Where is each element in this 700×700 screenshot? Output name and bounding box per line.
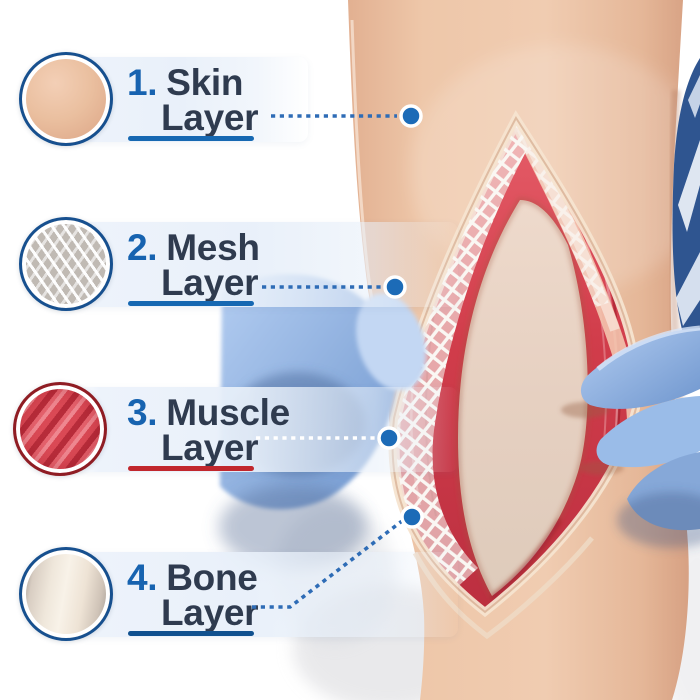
glove-right-hand xyxy=(561,325,700,548)
skin-sample-swatch xyxy=(19,52,113,146)
label-text: 1.Skin Layer xyxy=(127,62,259,138)
layer-title: Mesh xyxy=(166,227,260,268)
label-text: 4.Bone Layer xyxy=(127,557,259,633)
layer-subtitle: Layer xyxy=(161,262,259,303)
label-underline xyxy=(128,136,254,141)
label-bar xyxy=(76,57,308,142)
layer-number: 1. xyxy=(127,62,158,103)
legend-row-muscle: 3.Muscle Layer xyxy=(0,381,470,477)
layer-subtitle: Layer xyxy=(161,427,259,468)
bone-surface xyxy=(458,200,588,596)
glove-highlight xyxy=(678,140,700,232)
muscle-sample-swatch xyxy=(13,382,107,476)
label-text: 3.Muscle Layer xyxy=(127,392,290,468)
layer-title: Skin xyxy=(166,62,244,103)
glove-right-upper xyxy=(672,58,700,352)
layer-title: Muscle xyxy=(166,392,290,433)
label-underline xyxy=(128,631,254,636)
legend-row-mesh: 2.Mesh Layer xyxy=(0,216,470,312)
layer-number: 4. xyxy=(127,557,158,598)
layer-number: 2. xyxy=(127,227,158,268)
mesh-sample-swatch xyxy=(19,217,113,311)
bone-sample-swatch xyxy=(19,547,113,641)
legend-row-bone: 4.Bone Layer xyxy=(0,546,470,642)
layer-subtitle: Layer xyxy=(161,97,259,138)
legend-row-skin: 1.Skin Layer xyxy=(0,51,470,147)
label-underline xyxy=(128,301,254,306)
layer-number: 3. xyxy=(127,392,158,433)
label-underline xyxy=(128,466,254,471)
label-text: 2.Mesh Layer xyxy=(127,227,260,303)
layer-title: Bone xyxy=(166,557,258,598)
layer-subtitle: Layer xyxy=(161,592,259,633)
